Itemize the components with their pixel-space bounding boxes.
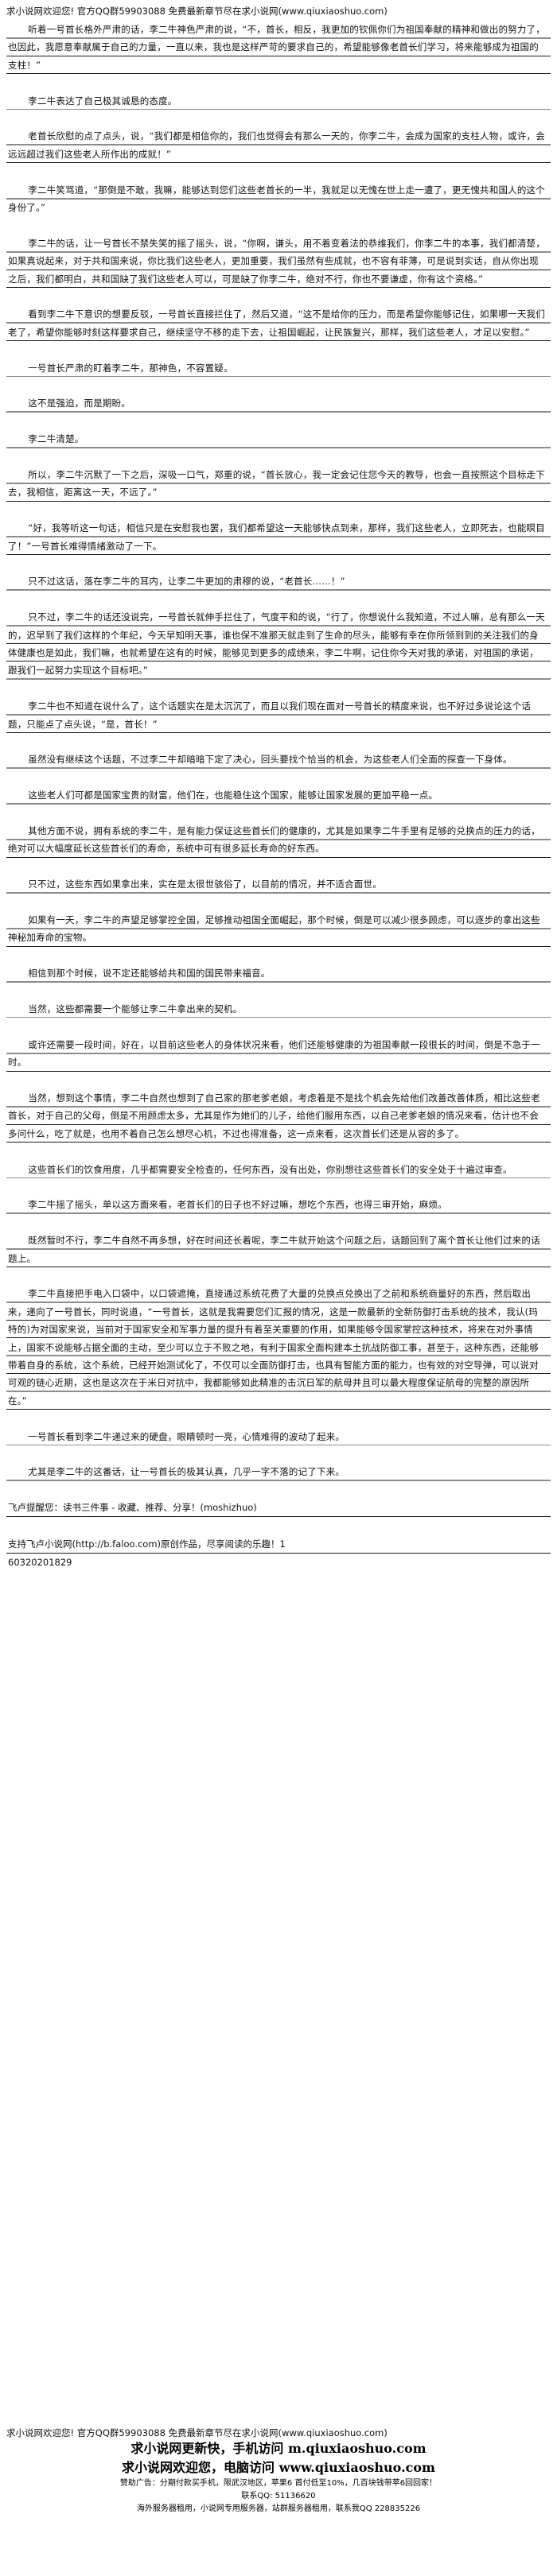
footer-welcome: 求小说网欢迎您! 官方QQ群59903088 免费最新章节尽在求小说网(www.… xyxy=(6,2427,388,2438)
paragraph: 虽然没有继续这个话题，不过李二牛却暗暗下定了决心，回头要找个恰当的机会，为这些老… xyxy=(6,751,551,769)
paragraph: 李二牛也不知道在说什么了，这个话题实在是太沉沉了，而且以我们现在面对一号首长的精… xyxy=(6,697,551,734)
paragraph: 或许还需要一段时间，好在，以目前这些老人的身体状况来看，他们还能够健康的为祖国奉… xyxy=(6,1035,551,1072)
footer-mobile-link[interactable]: 求小说网更新快，手机访问 m.qiuxiaoshuo.com xyxy=(130,2441,427,2456)
paragraph: 所以，李二牛沉默了一下之后，深吸一口气，郑重的说，“首长放心，我一定会记住您今天… xyxy=(6,466,551,502)
paragraph: 李二牛的话，让一号首长不禁失笑的摇了摇头，说，“你啊，谦头，用不着变着法的恭维我… xyxy=(6,234,551,289)
support-link[interactable]: 支持飞卢小说网(http://b.faloo.com)原创作品，尽享阅读的乐趣！… xyxy=(6,1535,551,1554)
paragraph: 其他方面不说，拥有系统的李二牛，是有能力保证这些首长们的健康的，尤其是如果李二牛… xyxy=(6,822,551,858)
chapter-body: 听着一号首长格外严肃的话，李二牛神色严肃的说，“不，首长，相反，我更加的钦佩你们… xyxy=(0,17,557,1481)
paragraph: 李二牛摇了摇头，单以这方面来看，老首长们的日子也不好过嘛，想吃个东西，也得三审开… xyxy=(6,1196,551,1214)
paragraph: 这些首长们的饮食用度，几乎都需要安全检查的，任何东西，没有出处，你别想往这些首长… xyxy=(6,1160,551,1179)
footer-server-ad[interactable]: 海外服务器租用，小说网专用服务器，站群服务器租用，联系我QQ 228835226 xyxy=(136,2504,421,2513)
paragraph: 既然暂时不行，李二牛自然不再多想，好在时间还长着呢，李二牛就开始这个问题之后，话… xyxy=(6,1232,551,1268)
paragraph: 听着一号首长格外严肃的话，李二牛神色严肃的说，“不，首长，相反，我更加的钦佩你们… xyxy=(6,21,551,75)
paragraph: 当然，这些都需要一个能够让李二牛拿出来的契机。 xyxy=(6,1000,551,1018)
chapter-promo: 飞卢提醒您：读书三件事 - 收藏、推荐、分享！(moshizhuo) 支持飞卢小… xyxy=(0,1499,557,1572)
site-header-text: 求小说网欢迎您! 官方QQ群59903088 免费最新章节尽在求小说网(www.… xyxy=(6,6,388,17)
paragraph: 一号首长严肃的盯着李二牛，那神色，不容置疑。 xyxy=(6,359,551,378)
paragraph: 老首长欣慰的点了点头，说，“我们都是相信你的，我们也觉得会有那么一天的，你李二牛… xyxy=(6,127,551,164)
footer-sponsor[interactable]: 赞助广告：分期付款买手机，限武汉地区，苹果6 首付低至10%，几百块钱带苹6回回… xyxy=(119,2479,438,2488)
spacer-line xyxy=(6,1517,551,1534)
footer-contact: 联系QQ: 51136620 xyxy=(241,2492,316,2500)
paragraph: 只不过，李二牛的话还没说完，一号首长就伸手拦住了，气度平和的说，“行了，你想说什… xyxy=(6,608,551,680)
paragraph: 只不过，这些东西如果拿出来，实在是太很世骇俗了，以目前的情况，并不适合面世。 xyxy=(6,875,551,894)
paragraph: 一号首长看到李二牛递过来的硬盘，眼睛顿时一亮，心情难得的波动了起来。 xyxy=(6,1427,551,1446)
paragraph: 相信到那个时候，说不定还能够给共和国的国民带来福音。 xyxy=(6,964,551,983)
paragraph: 尤其是李二牛的这番话，让一号首长的极其认真，几乎一字不落的记了下来。 xyxy=(6,1463,551,1481)
paragraph: 这些老人们可都是国家宝贵的财富，他们在，也能稳住这个国家，能够让国家发展的更加平… xyxy=(6,786,551,805)
paragraph: 李二牛直接把手电入口袋中，以口袋遮掩，直接通过系统花费了大量的兑换点兑换出了之前… xyxy=(6,1285,551,1410)
paragraph: 看到李二牛下意识的想要反驳，一号首长直接拦住了，然后又道，“这不是给你的压力，而… xyxy=(6,305,551,342)
paragraph: 只不过这话，落在李二牛的耳内，让李二牛更加的肃穆的说，“老首长……！” xyxy=(6,572,551,591)
paragraph: “好，我等听这一句话，相信只是在安慰我也罢，我们都希望这一天能够快点到来，那样，… xyxy=(6,519,551,556)
footer-desktop-link[interactable]: 求小说网欢迎您，电脑访问 www.qiuxiaoshuo.com xyxy=(122,2460,435,2475)
paragraph: 当然，想到这个事情，李二牛自然也想到了自己家的那老爹老娘，考虑着是不是找个机会先… xyxy=(6,1089,551,1143)
paragraph: 如果有一天，李二牛的声望足够掌控全国，足够推动祖国全面崛起，那个时候，倒是可以减… xyxy=(6,911,551,947)
site-footer: 求小说网欢迎您! 官方QQ群59903088 免费最新章节尽在求小说网(www.… xyxy=(0,2427,557,2516)
paragraph: 李二牛清楚。 xyxy=(6,430,551,448)
author-note: 飞卢提醒您：读书三件事 - 收藏、推荐、分享！(moshizhuo) xyxy=(6,1499,551,1518)
paragraph: 李二牛表达了自己极其诚恳的态度。 xyxy=(6,91,551,111)
chapter-id: 60320201829 xyxy=(8,1557,72,1569)
paragraph: 李二牛笑骂道，“那倒是不敢，我嘛，能够达到您们这些老首长的一半，我就足以无愧在世… xyxy=(6,180,551,217)
paragraph: 这不是强迫，而是期盼。 xyxy=(6,394,551,413)
